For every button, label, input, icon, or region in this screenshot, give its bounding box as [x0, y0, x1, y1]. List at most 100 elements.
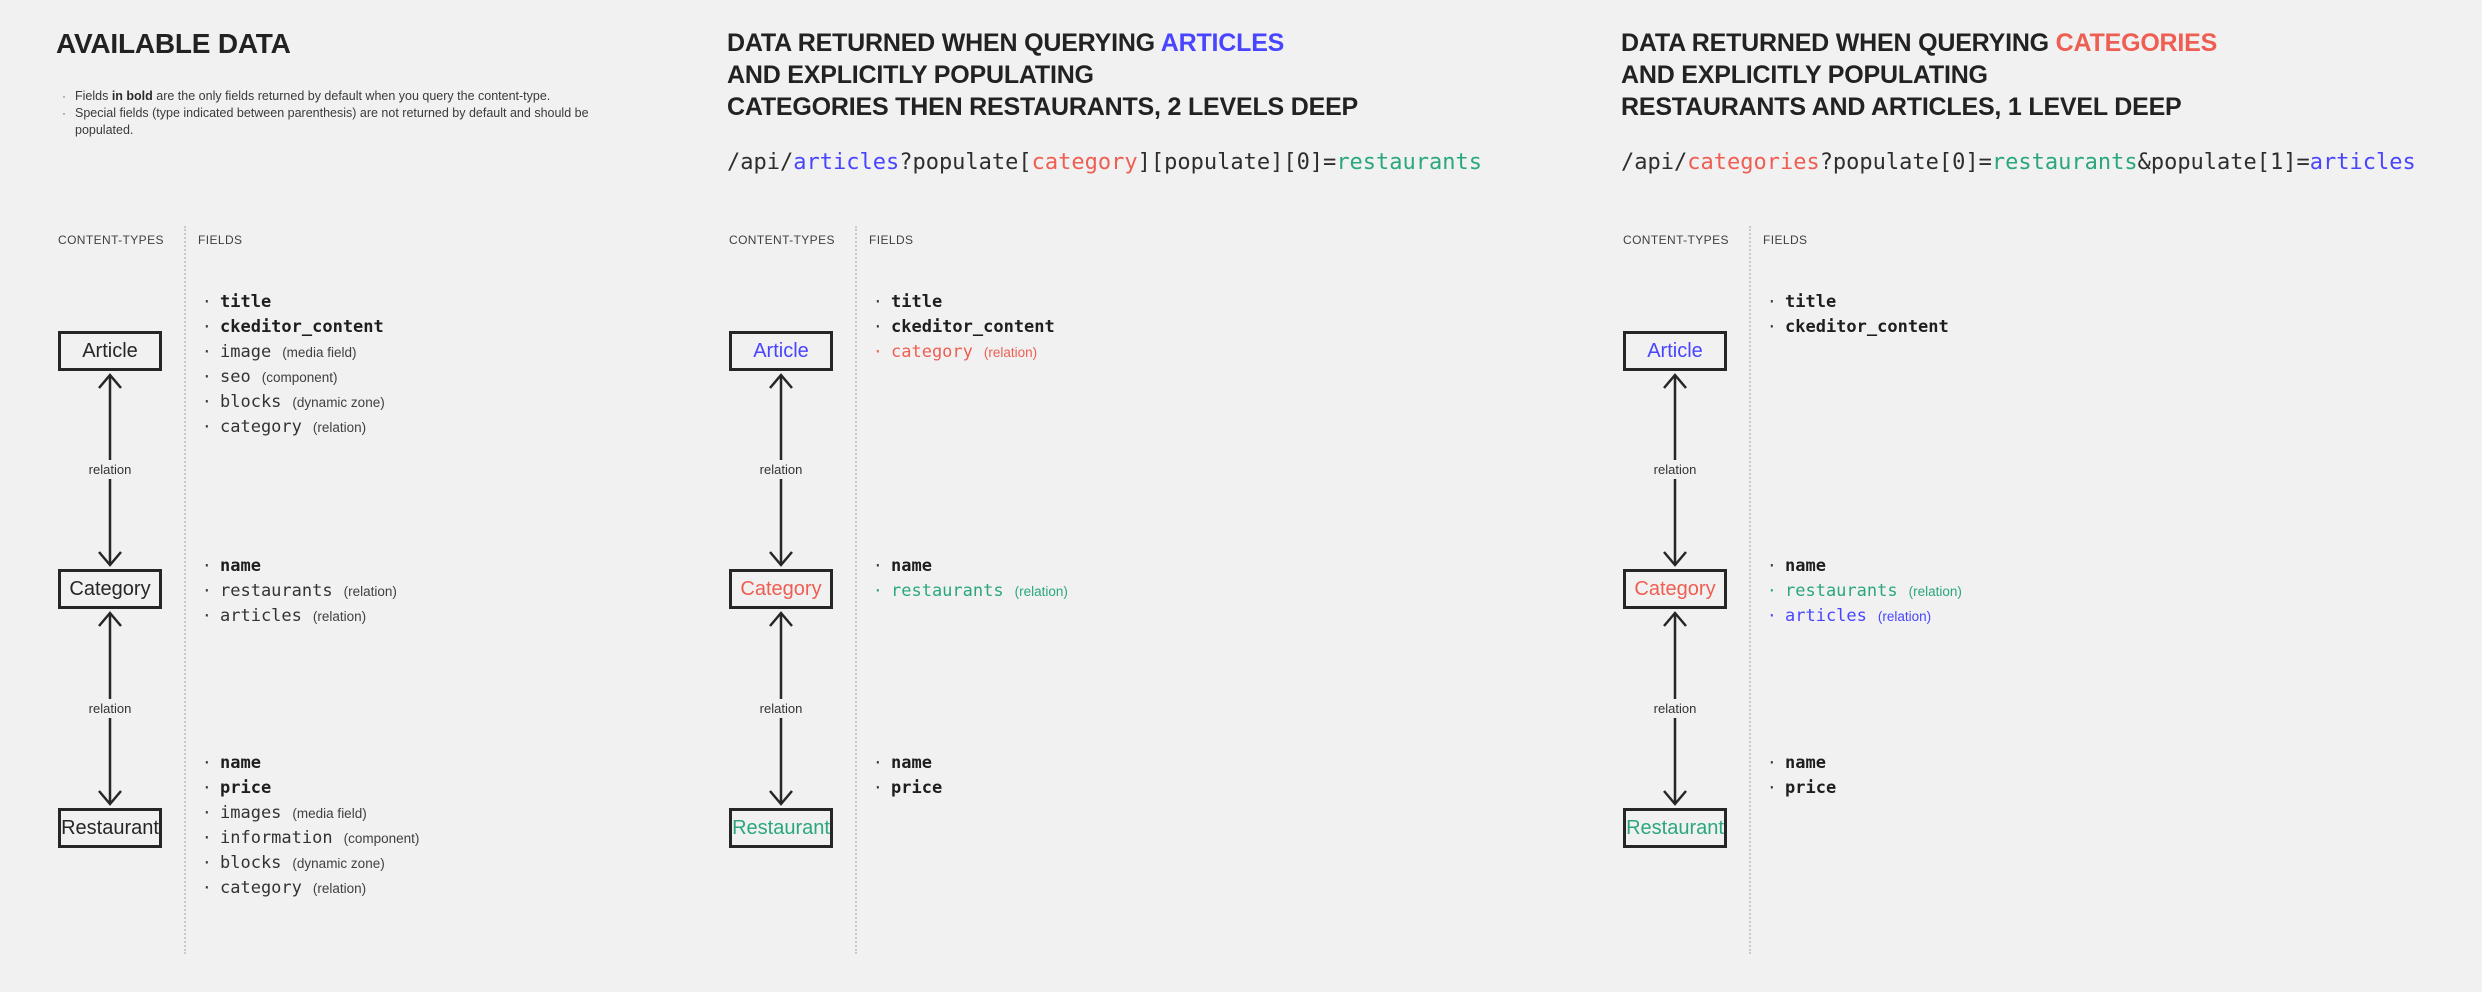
field-name: ckeditor_content — [1785, 317, 1949, 337]
title-line: DATA RETURNED WHEN QUERYING ARTICLES — [727, 27, 1358, 59]
bullet-dot: · — [1767, 556, 1777, 575]
text-segment: AND EXPLICITLY POPULATING — [727, 61, 1094, 89]
bullet-dot: · — [1767, 292, 1777, 311]
field-name: title — [1785, 292, 1837, 312]
bullet-dot: · — [202, 556, 212, 575]
content-type-name: Restaurant — [61, 817, 159, 839]
field-item: ·ckeditor_content — [202, 317, 385, 342]
fields-group-category: ·name·restaurants(relation) — [873, 556, 1068, 606]
field-name: name — [1785, 556, 1826, 576]
bullet-dot: · — [202, 292, 212, 311]
bullet-dot: · — [873, 581, 883, 600]
field-type-annotation: (relation) — [1908, 584, 1962, 599]
field-type-annotation: (dynamic zone) — [292, 856, 385, 871]
relation-label: relation — [754, 698, 808, 718]
title-line: AVAILABLE DATA — [56, 27, 291, 61]
content-type-box-article: Article — [58, 331, 162, 371]
content-types-label: CONTENT-TYPES — [729, 233, 835, 247]
highlighted-text: articles — [2309, 150, 2416, 175]
text-segment: ?populate[ — [899, 150, 1032, 175]
bullet-dot: · — [202, 317, 212, 336]
panel-available-data: AVAILABLE DATA ·Fields in bold are the o… — [56, 0, 726, 992]
content-type-name: Restaurant — [732, 817, 830, 839]
field-type-annotation: (relation) — [312, 609, 367, 624]
bullet-dot: · — [873, 753, 883, 772]
bullet-dot: · — [873, 342, 883, 361]
content-type-name: Article — [1647, 340, 1703, 362]
field-name: category — [220, 417, 302, 437]
field-name: price — [891, 778, 943, 798]
field-item: · title — [202, 292, 385, 317]
content-type-name: Restaurant — [1626, 817, 1724, 839]
bullet-dot: · — [202, 803, 212, 822]
text-segment: /api/ — [727, 150, 794, 175]
field-name: blocks — [220, 392, 282, 412]
field-name: name — [220, 753, 261, 773]
field-item: ·category(relation) — [202, 878, 419, 903]
title-line: CATEGORIES THEN RESTAURANTS, 2 LEVELS DE… — [727, 91, 1358, 123]
content-types-label: CONTENT-TYPES — [1623, 233, 1729, 247]
fields-group-article: ·title·ckeditor_content·category(relatio… — [873, 292, 1055, 367]
bullet-dot: · — [873, 292, 883, 311]
note-item: ·Special fields (type indicated between … — [62, 105, 602, 139]
highlighted-text: ARTICLES — [1160, 29, 1285, 57]
field-type-annotation: (relation) — [312, 881, 367, 896]
field-item: · blocks (dynamic zone) — [202, 853, 419, 878]
field-item: ·blocks(dynamic zone) — [202, 392, 385, 417]
highlighted-text: categories — [1687, 150, 1820, 175]
note-segment: Fields — [75, 89, 112, 103]
relation-label: relation — [1648, 698, 1702, 718]
bullet-dot: · — [62, 89, 66, 103]
field-name: title — [891, 292, 943, 312]
relation-label: relation — [83, 698, 137, 718]
highlighted-text: restaurants — [1336, 150, 1483, 175]
field-name: category — [891, 342, 973, 362]
column-divider — [184, 226, 186, 954]
field-item: ·restaurants(relation) — [873, 581, 1068, 606]
content-type-box-category: Category — [1623, 569, 1727, 609]
field-item: · title — [1767, 292, 1949, 317]
text-segment: DATA RETURNED WHEN QUERYING — [1621, 29, 2056, 57]
field-type-annotation: (media field) — [282, 345, 357, 360]
bullet-dot: · — [1767, 317, 1777, 336]
bullet-dot: · — [202, 828, 212, 847]
fields-group-restaurant: ·name·price·images(media field)·informat… — [202, 753, 419, 903]
bullet-dot: · — [873, 778, 883, 797]
fields-group-restaurant: ·name·price — [873, 753, 942, 803]
field-item: · name — [202, 556, 397, 581]
field-name: information — [220, 828, 333, 848]
field-item: · ckeditor_content — [1767, 317, 1949, 342]
content-type-name: Article — [82, 340, 138, 362]
bullet-dot: · — [202, 392, 212, 411]
field-name: title — [220, 292, 272, 312]
field-name: name — [220, 556, 261, 576]
field-type-annotation: (relation) — [312, 420, 367, 435]
text-segment: DATA RETURNED WHEN QUERYING — [727, 29, 1161, 57]
field-item: ·image(media field) — [202, 342, 385, 367]
bullet-dot: · — [202, 606, 212, 625]
fields-group-article: · title ·ckeditor_content·image(media fiel… — [202, 292, 385, 442]
field-item: ·name — [873, 556, 1068, 581]
fields-group-category: ·name·restaurants(relation)·articles(rel… — [1767, 556, 1962, 631]
content-type-box-restaurant: Restaurant — [1623, 808, 1727, 848]
field-item: ·price — [1767, 778, 1836, 803]
content-type-box-category: Category — [729, 569, 833, 609]
fields-label: FIELDS — [869, 233, 914, 247]
field-name: restaurants — [1785, 581, 1898, 601]
bullet-dot: · — [202, 367, 212, 386]
field-item: ·images(media field) — [202, 803, 419, 828]
field-type-annotation: (component) — [261, 370, 338, 385]
field-name: blocks — [220, 853, 282, 873]
fields-label: FIELDS — [1763, 233, 1808, 247]
content-type-name: Category — [740, 578, 822, 600]
highlighted-text: CATEGORIES — [2055, 29, 2218, 57]
field-item: ·seo(component) — [202, 367, 385, 392]
bullet-dot: · — [202, 853, 212, 872]
field-name: restaurants — [891, 581, 1004, 601]
panel-title: AVAILABLE DATA — [56, 27, 291, 61]
relation-label: relation — [1648, 460, 1702, 479]
field-item: ·name — [202, 753, 419, 778]
